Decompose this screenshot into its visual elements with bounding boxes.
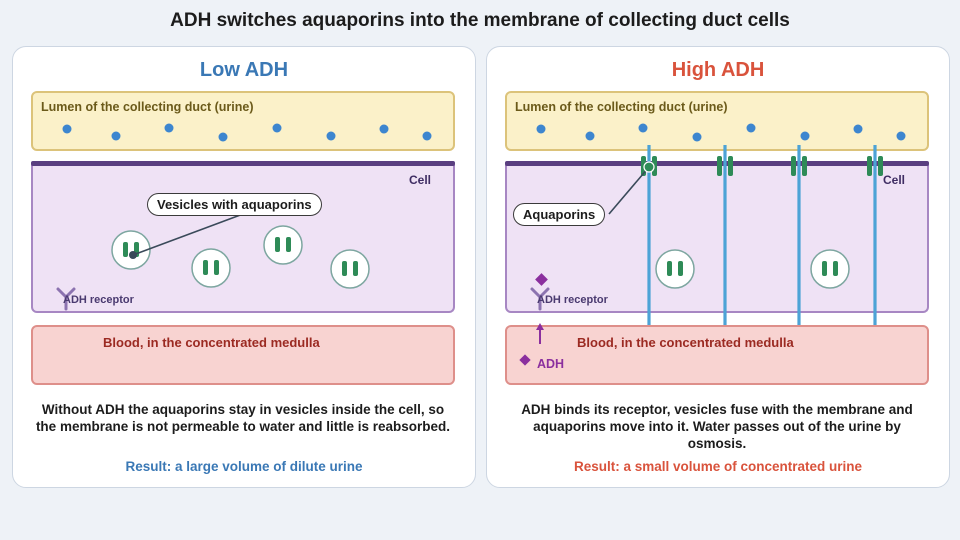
urine-dot bbox=[746, 123, 756, 133]
low-adh-heading: Low ADH bbox=[199, 59, 289, 81]
vesicle bbox=[655, 249, 695, 289]
high-adh-panel: High ADH Lumen of the collecting duct (u… bbox=[486, 46, 950, 488]
urine-dot bbox=[800, 131, 810, 141]
callout-leader bbox=[132, 213, 244, 256]
lumen-label: Lumen of the collecting duct (urine) bbox=[515, 100, 728, 114]
membrane-aquaporins bbox=[641, 156, 883, 176]
water-channels bbox=[647, 145, 877, 325]
urine-dot bbox=[853, 124, 863, 134]
low-adh-panel: Low ADH Lumen of the collecting duct (ur… bbox=[12, 46, 476, 488]
vesicle bbox=[263, 225, 303, 265]
urine-dot bbox=[422, 131, 432, 141]
cell-label: Cell bbox=[882, 173, 905, 187]
lumen-zone: Lumen of the collecting duct (urine) bbox=[505, 91, 929, 151]
urine-dot bbox=[692, 132, 702, 142]
urine-dot bbox=[379, 124, 389, 134]
adh-label: ADH bbox=[537, 357, 565, 371]
blood-label: Blood, in the concentrated medulla bbox=[103, 335, 320, 350]
urine-dot bbox=[638, 123, 648, 133]
adh-receptor-icon bbox=[56, 287, 76, 311]
callout-pointer-dot bbox=[129, 251, 137, 259]
urine-dot bbox=[326, 131, 336, 141]
high-adh-heading: High ADH bbox=[671, 59, 765, 81]
cell-zone: Cell bbox=[505, 165, 929, 313]
blood-zone: Blood, in the concentrated medulla bbox=[31, 325, 455, 385]
adh-arrow-icon bbox=[536, 323, 544, 344]
urine-dot bbox=[164, 123, 174, 133]
aquaporin-icon bbox=[867, 156, 883, 176]
blood-zone: Blood, in the concentrated medulla bbox=[505, 325, 929, 385]
page-title: ADH switches aquaporins into the membran… bbox=[170, 10, 790, 31]
low-adh-caption: Without ADH the aquaporins stay in vesic… bbox=[35, 402, 451, 434]
urine-dot bbox=[111, 131, 121, 141]
cell-zone: Cell bbox=[31, 165, 455, 313]
high-adh-result: Result: a small volume of concentrated u… bbox=[573, 459, 863, 474]
urine-dot bbox=[62, 124, 72, 134]
high-adh-caption: ADH binds its receptor, vesicles fuse wi… bbox=[521, 402, 913, 451]
adh-molecule-bound bbox=[535, 273, 548, 286]
low-adh-diagram bbox=[56, 123, 432, 311]
adh-molecule bbox=[519, 354, 531, 366]
aquaporins-callout: Aquaporins bbox=[513, 203, 606, 226]
lumen-zone: Lumen of the collecting duct (urine) bbox=[31, 91, 455, 151]
urine-dot bbox=[218, 132, 228, 142]
urine-dot bbox=[536, 124, 546, 134]
aquaporin-icon bbox=[717, 156, 733, 176]
high-adh-diagram bbox=[519, 123, 906, 366]
adh-receptor-label: ADH receptor bbox=[537, 294, 608, 306]
adh-receptor-label: ADH receptor bbox=[63, 294, 134, 306]
aquaporin-icon bbox=[791, 156, 807, 176]
urine-dot bbox=[896, 131, 906, 141]
vesicle bbox=[330, 249, 370, 289]
vesicle bbox=[810, 249, 850, 289]
vesicles-callout: Vesicles with aquaporins bbox=[147, 193, 322, 216]
urine-dot bbox=[272, 123, 282, 133]
callout-pointer-dot bbox=[643, 161, 655, 173]
urine-dot bbox=[585, 131, 595, 141]
low-adh-result: Result: a large volume of dilute urine bbox=[125, 459, 363, 474]
callout-leader bbox=[608, 166, 650, 215]
urine-dots bbox=[536, 123, 906, 142]
apical-membrane bbox=[31, 161, 455, 166]
blood-label: Blood, in the concentrated medulla bbox=[577, 335, 794, 350]
cell-label: Cell bbox=[408, 173, 431, 187]
lumen-label: Lumen of the collecting duct (urine) bbox=[41, 100, 254, 114]
adh-receptor-icon bbox=[530, 287, 550, 311]
vesicle bbox=[191, 248, 231, 288]
urine-dots bbox=[62, 123, 432, 142]
